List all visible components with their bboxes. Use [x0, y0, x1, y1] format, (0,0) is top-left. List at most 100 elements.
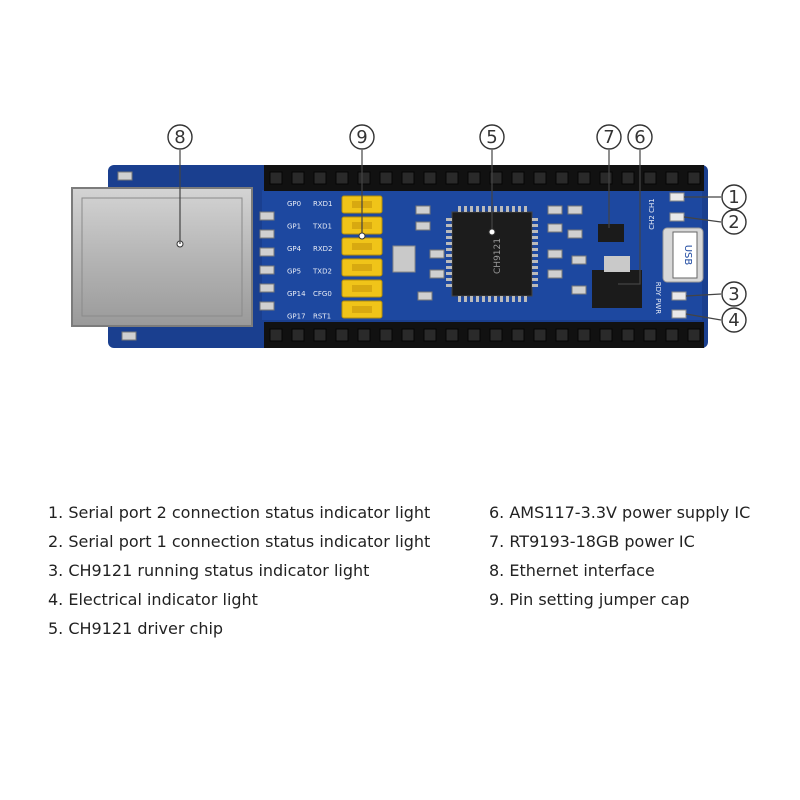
pin-label-fn: TXD1	[312, 223, 332, 231]
led-2	[669, 212, 685, 222]
smd-top-left	[117, 171, 133, 181]
chip-pin	[532, 248, 538, 251]
chip-pin	[532, 266, 538, 269]
top-header-pin	[533, 171, 547, 185]
callout-circle-6	[627, 124, 653, 150]
bottom-header-pin	[291, 328, 305, 342]
passive-component	[547, 205, 563, 215]
chip-pin	[532, 218, 538, 221]
legend-item-2: 2. Serial port 1 connection status indic…	[48, 532, 431, 551]
callout-circle-9	[349, 124, 375, 150]
top-header-pin	[599, 171, 613, 185]
chip-pin	[470, 206, 473, 212]
chip-pin	[532, 242, 538, 245]
callout-number-1: 1	[728, 187, 739, 208]
pin-label-fn: CFG0	[313, 290, 332, 298]
bottom-header-pin	[643, 328, 657, 342]
chip-pin	[446, 260, 452, 263]
passive-component	[547, 249, 563, 259]
chip-pin	[532, 254, 538, 257]
chip-pin	[446, 230, 452, 233]
passive-component	[415, 205, 431, 215]
callout-circle-2	[721, 209, 747, 235]
passive-component	[417, 291, 433, 301]
chip-pin	[532, 236, 538, 239]
chip-pin	[518, 296, 521, 302]
bottom-header-pin	[665, 328, 679, 342]
passive-component	[567, 205, 583, 215]
passive-component	[429, 249, 445, 259]
pin-label-gp: GP0	[287, 200, 301, 208]
top-header-pin	[467, 171, 481, 185]
pin-label-gp: GP14	[287, 290, 306, 298]
chip-pin	[532, 260, 538, 263]
led-1	[669, 192, 685, 202]
pin-label-gp: GP5	[287, 268, 301, 276]
bottom-header-pin	[511, 328, 525, 342]
chip-text: CH9121	[493, 238, 503, 274]
chip-pin	[464, 206, 467, 212]
pin-label-gp: GP1	[287, 223, 301, 231]
chip-pin	[532, 272, 538, 275]
legend-item-5: 5. CH9121 driver chip	[48, 619, 224, 638]
chip-pin	[512, 206, 515, 212]
bottom-header-pin	[379, 328, 393, 342]
chip-pin	[446, 236, 452, 239]
callout-circle-8	[167, 124, 193, 150]
jumper-caps	[341, 195, 383, 319]
chip-pin	[524, 206, 527, 212]
callout-number-3: 3	[728, 284, 739, 305]
pin-label-fn: RXD1	[313, 200, 333, 208]
ams1117-ic	[592, 270, 642, 308]
crystal	[392, 245, 416, 273]
right-smd-components	[415, 205, 587, 301]
passive-component	[571, 285, 587, 295]
bottom-header-pin	[577, 328, 591, 342]
chip-pin	[506, 296, 509, 302]
top-header-pin	[665, 171, 679, 185]
passive-component	[567, 229, 583, 239]
resistor	[259, 247, 275, 257]
legend-item-6: 6. AMS117-3.3V power supply IC	[489, 503, 751, 522]
top-header-pin	[269, 171, 283, 185]
callout-number-4: 4	[728, 310, 739, 331]
bottom-header-pin	[467, 328, 481, 342]
callout-circle-3	[721, 281, 747, 307]
chip-pin	[524, 296, 527, 302]
chip-pin	[446, 224, 452, 227]
callout-number-5: 5	[486, 127, 497, 148]
legend-item-3: 3. CH9121 running status indicator light	[48, 561, 370, 580]
pwr-label: RDY PWR	[654, 282, 662, 315]
chip-pin	[518, 206, 521, 212]
pin-label-gp: GP4	[287, 245, 302, 253]
jumper-cap-slot	[352, 264, 372, 271]
callout-circle-1	[721, 184, 747, 210]
legend-right-column: 6. AMS117-3.3V power supply IC 7. RT9193…	[489, 498, 750, 614]
top-header-pin	[401, 171, 415, 185]
chip-pin	[482, 206, 485, 212]
chip-pin	[532, 278, 538, 281]
bottom-pin-header	[264, 322, 704, 348]
pin-label-fn: RXD2	[313, 245, 333, 253]
chip-pin	[446, 218, 452, 221]
ch-label: CH2 CH1	[648, 198, 656, 229]
chip-pin	[476, 296, 479, 302]
left-smd-components	[117, 171, 275, 341]
callout-number-8: 8	[174, 127, 185, 148]
top-header-pin	[313, 171, 327, 185]
bottom-header-pin	[335, 328, 349, 342]
legend-item-7: 7. RT9193-18GB power IC	[489, 532, 695, 551]
top-header-pin	[291, 171, 305, 185]
bottom-header-pin	[445, 328, 459, 342]
callout-number-9: 9	[356, 127, 367, 148]
passive-component	[571, 255, 587, 265]
top-header-pin	[445, 171, 459, 185]
resistor	[259, 265, 275, 275]
bottom-header-pin	[357, 328, 371, 342]
resistor	[259, 211, 275, 221]
usb-label: USB	[682, 245, 693, 266]
callout-dot-5	[488, 228, 496, 236]
callout-circle-7	[596, 124, 622, 150]
bottom-header-pin	[555, 328, 569, 342]
